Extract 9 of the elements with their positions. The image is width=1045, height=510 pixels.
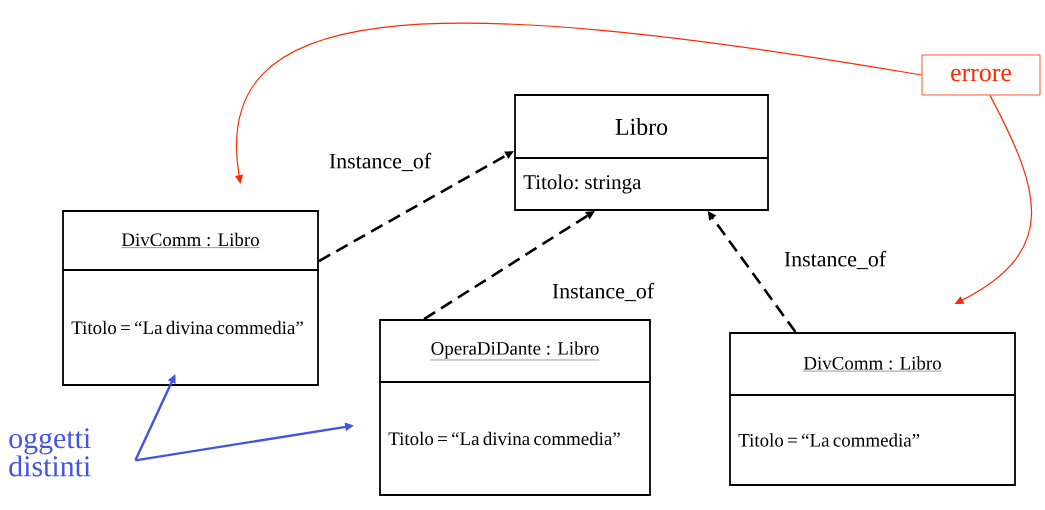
object-box: DivComm : Libro Titolo = “La divina commedia”	[62, 210, 319, 386]
edge-label: Instance_of	[327, 151, 433, 173]
note-text: oggetti distinti	[9, 428, 91, 477]
label-box: errore	[921, 54, 1041, 96]
edge-label: Instance_of	[782, 249, 888, 271]
class-box: Libro Titolo: stringa	[514, 94, 769, 211]
object-box: OperaDiDante : Libro Titolo = “La divina commedia”	[379, 319, 651, 496]
edge-label: Instance_of	[550, 281, 656, 303]
object-box: DivComm : Libro Titolo = “La commedia”	[729, 332, 1016, 486]
